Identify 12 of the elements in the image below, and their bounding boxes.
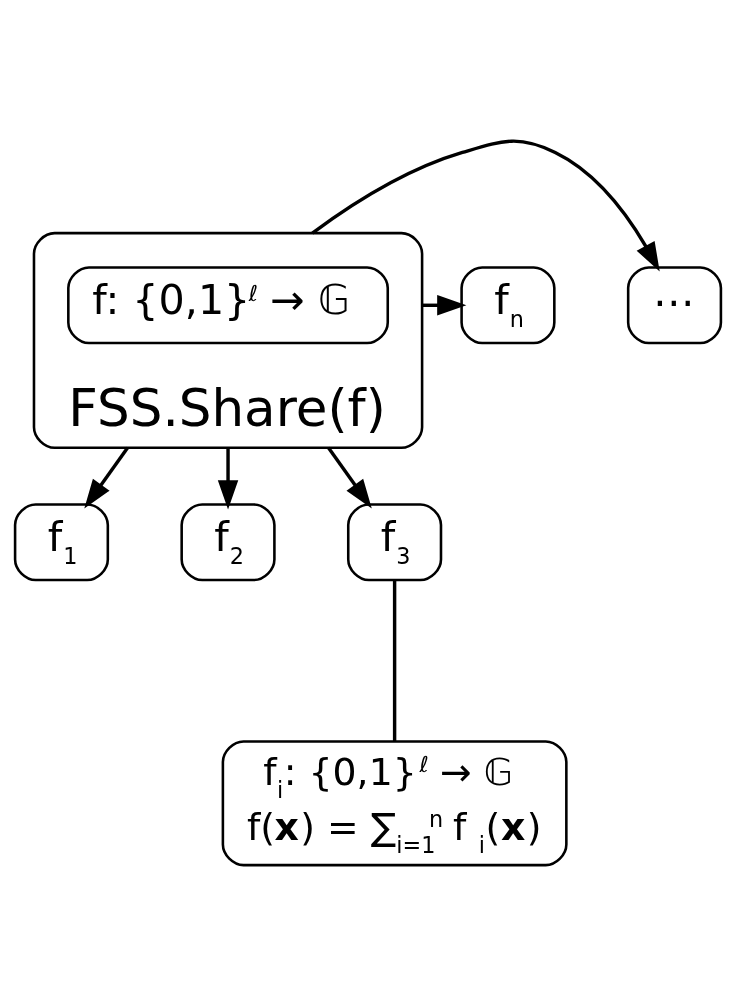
node-box: f$_{2}$ bbox=[180, 502, 276, 581]
node-box: ⋯ bbox=[626, 265, 723, 344]
arrow bbox=[311, 139, 660, 271]
arrow bbox=[84, 446, 129, 509]
node-box: f$_{n}$ bbox=[460, 265, 556, 344]
node-box: f: {0,1}$^{ℓ}$ → 𝔾 bbox=[67, 265, 390, 344]
node-box: f$_{3}$ bbox=[346, 502, 443, 581]
node-box: f$_{1}$ bbox=[13, 502, 110, 581]
connector bbox=[392, 579, 397, 741]
arrow bbox=[327, 446, 372, 509]
arrow bbox=[217, 447, 239, 509]
node-box: f$_{i}$: {0,1}$^{ℓ}$ → 𝔾 f(x) = ∑$_{i=1}$$^{n}$ f$_{i}$(x) bbox=[221, 739, 568, 866]
